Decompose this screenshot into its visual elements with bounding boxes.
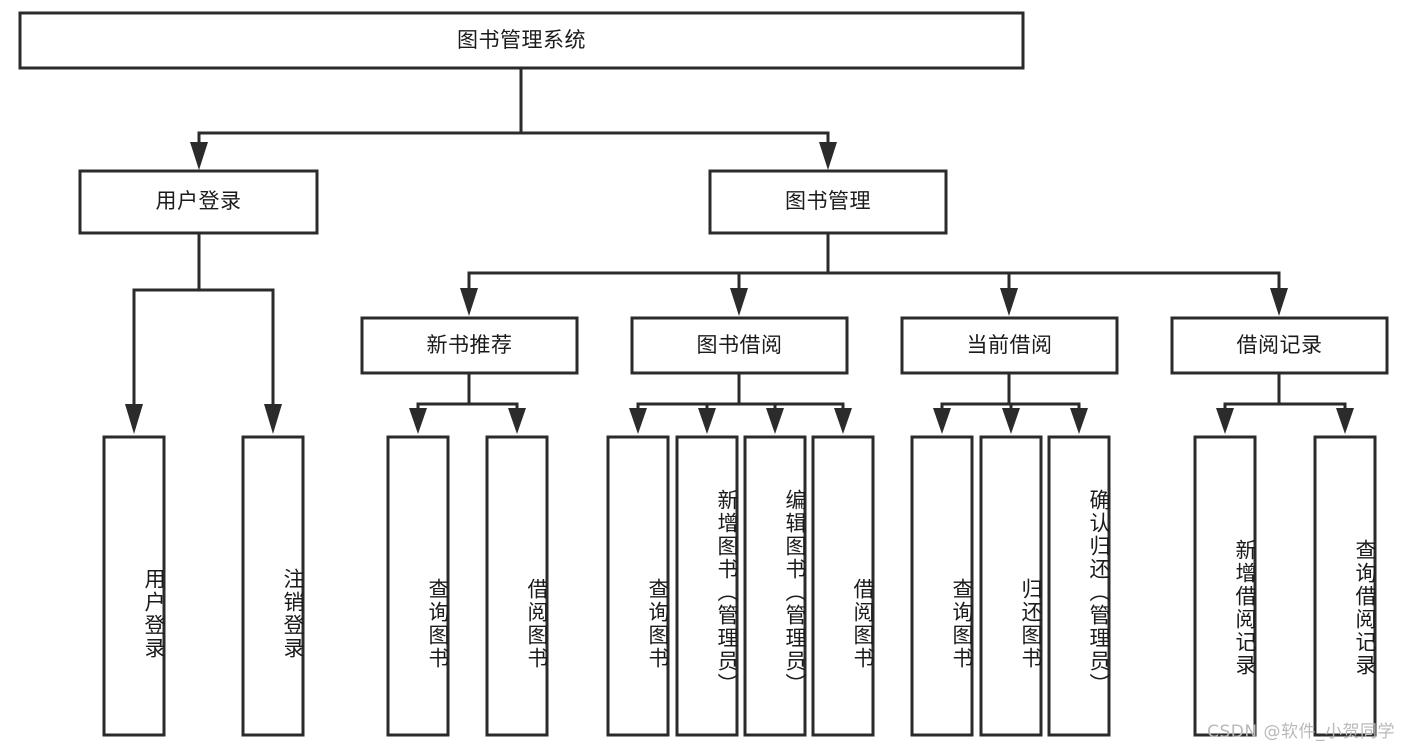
arrow-head-current-borrow-leaf-1 (1002, 408, 1020, 434)
leaf-box-current-borrow-1[interactable] (979, 435, 1043, 737)
node-box-root[interactable] (18, 11, 1025, 70)
arrow-head-current-borrow-leaf-2 (1070, 408, 1088, 434)
leaf-box-borrow-record-1[interactable] (1313, 435, 1377, 737)
leaf-box-book-borrow-2[interactable] (743, 435, 807, 737)
arrow-head-to-new-book-recommend (460, 288, 478, 316)
arrow-head-to-borrow-record (1270, 288, 1288, 316)
arrow-head-borrow-record-leaf-0 (1216, 408, 1234, 434)
arrow-head-user-login-leaf-0 (125, 404, 143, 434)
arrow-head-to-book-manage (819, 142, 837, 170)
arrow-head-book-borrow-leaf-0 (629, 408, 647, 434)
node-box-book-manage[interactable] (708, 169, 948, 235)
leaf-box-current-borrow-0[interactable] (910, 435, 974, 737)
arrow-head-borrow-record-leaf-1 (1336, 408, 1354, 434)
node-box-new-book-recommend[interactable] (360, 316, 579, 375)
leaf-box-user-login-0[interactable] (102, 435, 166, 737)
node-box-borrow-record[interactable] (1170, 316, 1389, 375)
node-box-book-borrow[interactable] (630, 316, 849, 375)
arrow-head-user-login-leaf-1 (264, 404, 282, 434)
leaf-box-book-borrow-3[interactable] (811, 435, 875, 737)
node-box-user-login[interactable] (78, 169, 319, 235)
arrow-head-to-book-borrow (730, 288, 748, 316)
leaf-box-user-login-1[interactable] (241, 435, 305, 737)
leaf-box-book-borrow-0[interactable] (606, 435, 670, 737)
arrow-head-book-borrow-leaf-2 (766, 408, 784, 434)
arrow-head-book-borrow-leaf-1 (698, 408, 716, 434)
node-box-current-borrow[interactable] (900, 316, 1119, 375)
arrow-head-to-current-borrow (1000, 288, 1018, 316)
leaf-box-new-book-0[interactable] (386, 435, 450, 737)
arrow-head-new-book-leaf-0 (409, 408, 427, 434)
arrow-head-current-borrow-leaf-0 (933, 408, 951, 434)
leaf-box-new-book-1[interactable] (485, 435, 549, 737)
leaf-box-current-borrow-2[interactable] (1047, 435, 1111, 737)
arrow-head-to-user-login (190, 142, 208, 170)
arrow-head-new-book-leaf-1 (508, 408, 526, 434)
arrow-head-book-borrow-leaf-3 (834, 408, 852, 434)
leaf-box-book-borrow-1[interactable] (675, 435, 739, 737)
leaf-box-borrow-record-0[interactable] (1193, 435, 1257, 737)
